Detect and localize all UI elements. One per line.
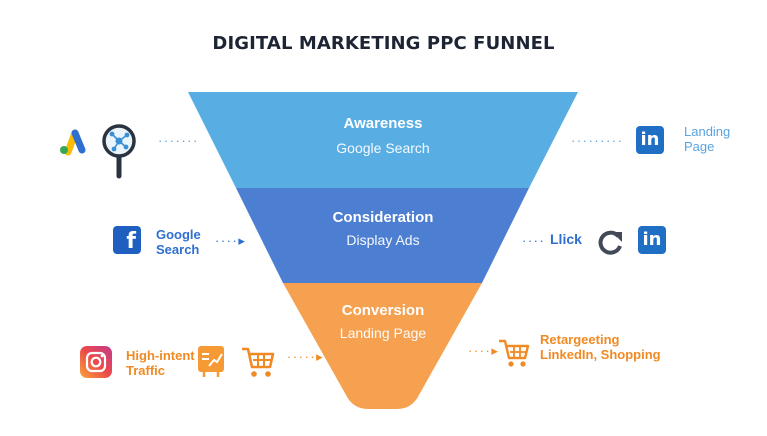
stage-subtitle-conversion: Landing Page — [339, 325, 427, 341]
landing-page-label: Landing Page — [684, 124, 730, 154]
magnifier-network-icon — [102, 124, 136, 179]
traffic-chart-icon — [198, 346, 224, 377]
instagram-icon — [80, 346, 112, 378]
funnel-stage-awareness — [188, 92, 578, 188]
stage-title-awareness: Awareness — [343, 115, 423, 132]
stage-title-consideration: Consideration — [332, 209, 434, 226]
label-line: LinkedIn, Shopping — [540, 347, 661, 362]
label-line: Search — [156, 242, 200, 257]
label-line: Traffic — [126, 363, 166, 378]
label-line: Google — [156, 227, 201, 242]
connector-dots-arrow: ····▸ — [215, 233, 247, 248]
shopping-cart-icon — [499, 339, 530, 367]
refresh-icon — [598, 230, 622, 255]
stage-title-conversion: Conversion — [341, 302, 425, 319]
page-title: DIGITAL MARKETING PPC FUNNEL — [212, 33, 555, 54]
connector-dots: ········· — [571, 133, 624, 148]
llick-label: Llick — [550, 231, 582, 247]
high-intent-traffic-label: High-intent Traffic — [126, 348, 195, 378]
facebook-icon: f — [113, 226, 141, 254]
retargeting-label: Retargeeting LinkedIn, Shopping — [540, 332, 661, 362]
stage-subtitle-consideration: Display Ads — [346, 232, 420, 248]
label-line: Page — [684, 139, 715, 154]
connector-dots-arrow: ····▸ — [468, 343, 500, 358]
connector-dots-arrow: ·····▸ — [287, 349, 325, 364]
label-line: Retargeeting — [540, 332, 620, 347]
label-line: Landing — [684, 124, 731, 139]
connector-dots: ···· — [522, 233, 546, 248]
connector-dots: ······· — [158, 133, 199, 148]
google-ads-icon — [60, 129, 86, 156]
stage-subtitle-awareness: Google Search — [336, 140, 430, 156]
google-search-label: Google Search — [156, 227, 201, 257]
linkedin-icon: in — [636, 126, 664, 154]
linkedin-icon: in — [638, 226, 666, 254]
label-line: High-intent — [126, 348, 195, 363]
funnel-stage-consideration — [236, 188, 529, 283]
shopping-cart-icon — [242, 347, 275, 377]
funnel-stage-conversion — [283, 283, 482, 409]
